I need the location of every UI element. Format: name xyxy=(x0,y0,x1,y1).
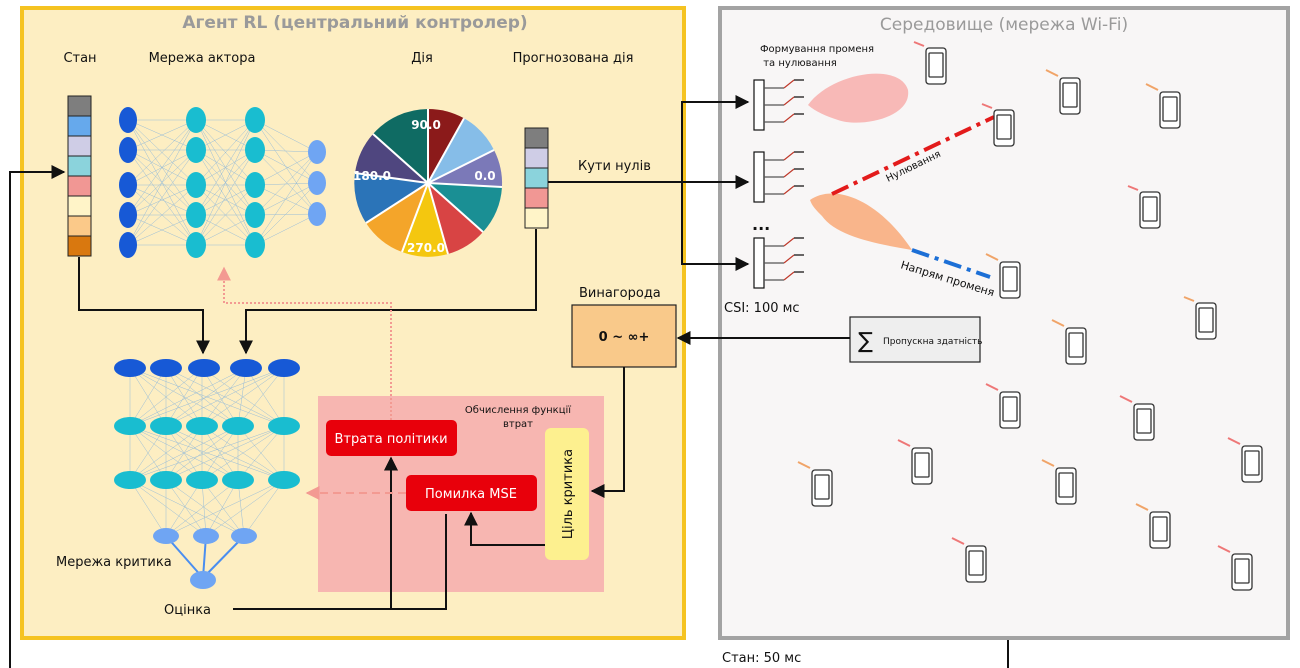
access-point-1 xyxy=(753,79,804,131)
reward-to-target-arrow xyxy=(590,367,625,498)
pie-label-270: 270.0 xyxy=(407,241,445,255)
split-to-ap1-arrow xyxy=(681,95,750,182)
mse-error-box xyxy=(406,475,537,511)
state-to-critic-arrow xyxy=(78,257,210,355)
ellipsis: ... xyxy=(752,215,770,234)
beam-direction-line xyxy=(911,248,991,279)
state-feedback-line xyxy=(9,172,1009,668)
beamforming-label-1: Формування променя xyxy=(760,44,874,55)
predicted-action-vector xyxy=(524,127,549,229)
agent-title: Агент RL (центральний контролер) xyxy=(182,13,527,33)
state-vector xyxy=(67,95,92,257)
critic-target-box xyxy=(545,428,589,560)
beam-lobe-bottom xyxy=(810,193,912,250)
estimate-label: Оцінка xyxy=(164,603,211,618)
policy-loss-label: Втрата політики xyxy=(334,432,447,447)
pie-label-180: 180.0 xyxy=(353,169,391,183)
actor-network xyxy=(119,107,326,258)
phone-icons xyxy=(797,41,1263,591)
policy-loss-box xyxy=(326,420,457,456)
mse-error-label: Помилка MSE xyxy=(425,487,517,502)
critic-target-label: Ціль критика xyxy=(561,449,576,539)
pie-label-90: 90.0 xyxy=(411,118,441,132)
nulling-line xyxy=(831,115,995,196)
reward-box xyxy=(571,304,677,368)
reward-range: 0 ~ ∞+ xyxy=(599,330,650,345)
null-angles-label: Кути нулів xyxy=(578,159,651,174)
policy-feedback-arrow xyxy=(217,266,392,420)
critic-label: Мережа критика xyxy=(56,555,172,570)
action-label: Дія xyxy=(411,51,433,66)
loss-box-title-2: втрат xyxy=(503,419,533,430)
csi-label: CSI: 100 мс xyxy=(724,301,800,316)
environment-title: Середовище (мережа Wi-Fi) xyxy=(880,15,1128,35)
target-to-mse-arrow xyxy=(464,511,545,546)
state-period-label: Стан: 50 мс xyxy=(722,651,801,666)
action-pie: 90.0 0.0 270.0 180.0 xyxy=(353,108,503,257)
beam-lobe-top xyxy=(808,73,909,123)
critic-network xyxy=(114,359,300,589)
throughput-box xyxy=(849,316,981,363)
split-to-ap3-arrow xyxy=(681,182,750,271)
actor-label: Мережа актора xyxy=(149,51,256,66)
loss-box-title-1: Обчислення функції xyxy=(465,404,571,416)
reward-label: Винагорода xyxy=(579,286,661,301)
pie-label-0: 0.0 xyxy=(474,169,495,183)
sum-icon: ∑ xyxy=(858,329,873,354)
access-point-2 xyxy=(753,151,804,203)
beamforming-label-2: та нулювання xyxy=(763,58,837,69)
predicted-action-label: Прогнозована дія xyxy=(513,51,634,66)
throughput-label: Пропускна здатність xyxy=(883,337,983,347)
access-point-3 xyxy=(753,237,804,289)
state-label: Стан xyxy=(63,51,96,66)
